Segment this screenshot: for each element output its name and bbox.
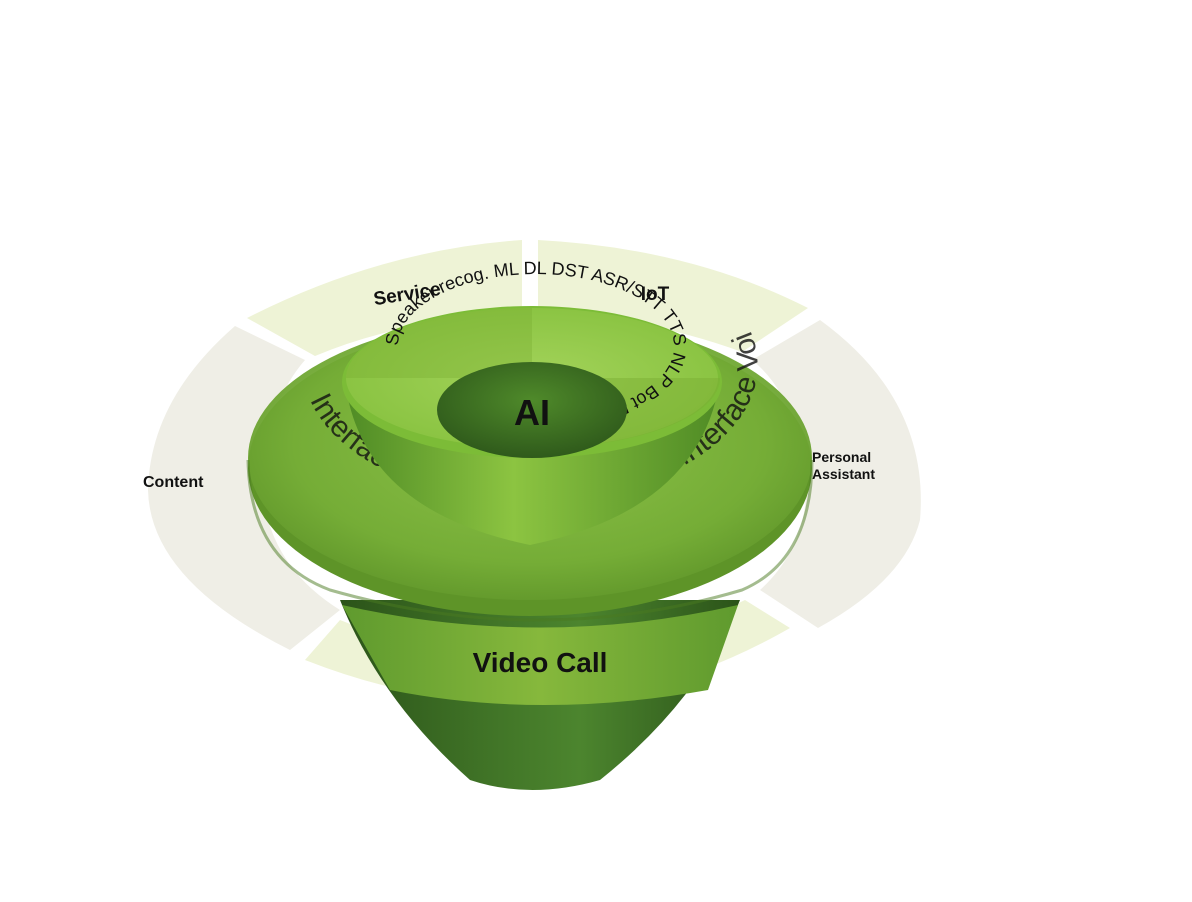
ai-core <box>437 362 627 458</box>
ai-core-label: AI <box>514 392 550 433</box>
outer-segment-iot <box>538 240 808 352</box>
iot-label: IoT <box>641 284 670 305</box>
video-call-band <box>342 605 738 705</box>
funnel-cone <box>340 600 740 790</box>
assistant-label: Assistant <box>812 466 875 482</box>
outer-segment-service <box>247 240 522 356</box>
personal-label: Personal <box>812 449 871 465</box>
video-call-label: Video Call <box>473 647 608 678</box>
content-label: Content <box>143 474 204 491</box>
outer-segment-personal-assistant <box>752 320 921 628</box>
